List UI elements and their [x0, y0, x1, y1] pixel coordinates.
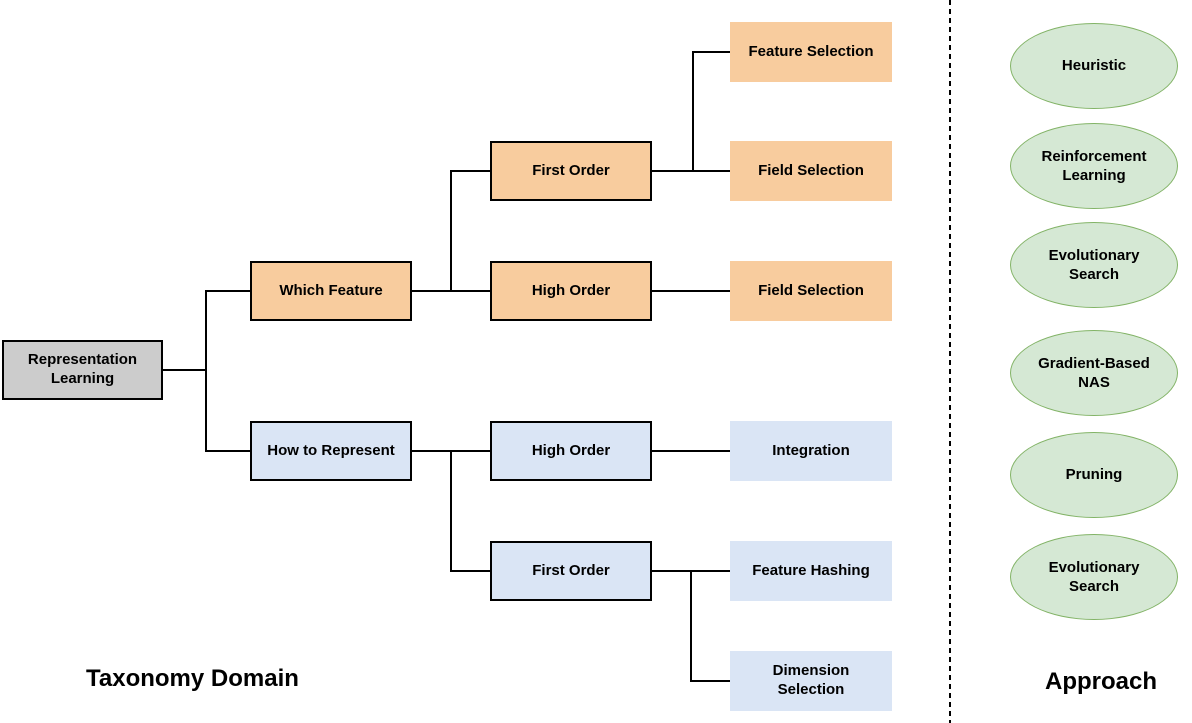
connector-line [205, 290, 207, 452]
connector-line [652, 450, 730, 452]
connector-line [205, 450, 250, 452]
approach-label: Approach [1045, 668, 1158, 695]
node-first-order-which-feature: First Order [490, 141, 652, 201]
node-representation-learning: Representation Learning [2, 340, 163, 400]
connector-line [412, 450, 452, 452]
node-first-order-how-to-represent: First Order [490, 541, 652, 601]
connector-line [450, 450, 452, 572]
connector-line [652, 290, 730, 292]
taxonomy-domain-label: Taxonomy Domain [86, 665, 299, 692]
node-feature-selection: Feature Selection [730, 22, 892, 82]
connector-line [450, 170, 490, 172]
divider-dashed-line [949, 0, 951, 723]
node-how-to-represent: How to Represent [250, 421, 412, 481]
connector-line [692, 51, 694, 172]
approach-ellipse-reinforcement-learning: Reinforcement Learning [1010, 123, 1178, 209]
node-field-selection-high-order: Field Selection [730, 261, 892, 321]
approach-ellipse-pruning: Pruning [1010, 432, 1178, 518]
node-dimension-selection: Dimension Selection [730, 651, 892, 711]
approach-ellipse-gradient-based-nas: Gradient-Based NAS [1010, 330, 1178, 416]
connector-line [690, 680, 730, 682]
approach-ellipse-evolutionary-search-2: Evolutionary Search [1010, 534, 1178, 620]
node-feature-hashing: Feature Hashing [730, 541, 892, 601]
connector-line [652, 170, 730, 172]
approach-ellipse-heuristic: Heuristic [1010, 23, 1178, 109]
node-integration: Integration [730, 421, 892, 481]
connector-line [452, 450, 490, 452]
node-which-feature: Which Feature [250, 261, 412, 321]
node-high-order-how-to-represent: High Order [490, 421, 652, 481]
connector-line [452, 290, 490, 292]
connector-line [690, 570, 692, 682]
connector-line [692, 51, 730, 53]
node-high-order-which-feature: High Order [490, 261, 652, 321]
approach-ellipse-evolutionary-search-1: Evolutionary Search [1010, 222, 1178, 308]
connector-line [412, 290, 452, 292]
connector-line [163, 369, 207, 371]
connector-line [205, 290, 250, 292]
connector-line [450, 170, 452, 292]
connector-line [450, 570, 490, 572]
node-field-selection-first-order: Field Selection [730, 141, 892, 201]
